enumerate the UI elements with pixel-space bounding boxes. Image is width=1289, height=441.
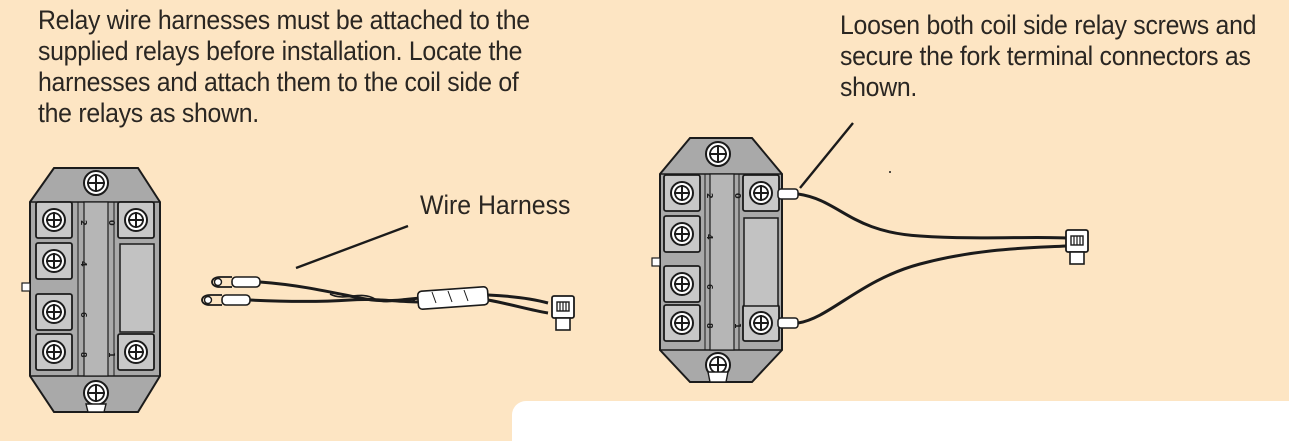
left-relay-label-4: 4 xyxy=(79,261,88,267)
right-relay-terminal-6 xyxy=(664,266,700,302)
lower-fork-connector xyxy=(777,317,799,329)
right-instructions-line-1: Loosen both coil side relay screws and xyxy=(840,10,1257,40)
bottom-panel xyxy=(512,401,1289,441)
harness-sleeve xyxy=(416,286,490,310)
right-relay-terminal-4 xyxy=(664,216,700,252)
harness-connector-icon xyxy=(551,295,575,331)
right-instructions-line-2: secure the fork terminal connectors as xyxy=(840,41,1251,71)
left-relay-label-6: 6 xyxy=(79,312,88,318)
fork-terminal-upper-icon xyxy=(211,276,261,288)
attached-wire-harness xyxy=(777,171,1089,329)
wiring-diagram: 2 4 6 8 0 1 xyxy=(21,122,1089,413)
left-instructions-line-4: the relays as shown. xyxy=(38,98,259,128)
left-relay-terminal-2 xyxy=(36,202,72,238)
left-relay: 2 4 6 8 0 1 xyxy=(21,167,161,413)
left-relay-label-8: 8 xyxy=(79,352,88,358)
upper-fork-connector xyxy=(777,188,799,200)
wire-harness-label: Wire Harness xyxy=(420,190,571,220)
right-relay-terminal-0 xyxy=(743,175,779,211)
right-relay-label-6: 6 xyxy=(705,284,714,290)
right-relay-top-screw-icon xyxy=(705,141,731,167)
left-relay-terminal-4 xyxy=(36,243,72,279)
left-instructions: Relay wire harnesses must be attached to… xyxy=(38,5,590,129)
left-instructions-line-1: Relay wire harnesses must be attached to… xyxy=(38,5,530,35)
left-instructions-line-2: supplied relays before installation. Loc… xyxy=(38,36,523,66)
right-instructions-line-3: shown. xyxy=(840,72,918,102)
left-relay-terminal-6 xyxy=(36,294,72,330)
left-relay-top-screw-icon xyxy=(83,170,109,196)
right-relay-label-8: 8 xyxy=(705,323,714,329)
left-relay-label-2: 2 xyxy=(79,220,88,226)
right-leader-line xyxy=(799,122,854,189)
right-relay-label-4: 4 xyxy=(705,234,714,240)
left-relay-terminal-0 xyxy=(118,202,154,238)
left-relay-terminal-8 xyxy=(36,334,72,370)
left-relay-label-1: 1 xyxy=(107,352,116,358)
attached-connector-icon xyxy=(1065,229,1089,265)
left-relay-terminal-1 xyxy=(118,334,154,370)
right-relay-label-0: 0 xyxy=(733,193,742,199)
right-relay-terminal-2 xyxy=(664,175,700,211)
right-relay: 2 4 6 8 0 1 xyxy=(651,122,854,383)
fork-terminal-lower-icon xyxy=(201,294,251,306)
right-instructions: Loosen both coil side relay screws and s… xyxy=(840,10,1282,103)
right-relay-terminal-1 xyxy=(743,305,779,341)
left-relay-label-0: 0 xyxy=(107,220,116,226)
wire-harness-leader-line xyxy=(295,224,409,270)
wire-harness xyxy=(201,224,575,331)
left-instructions-line-3: harnesses and attach them to the coil si… xyxy=(38,67,519,97)
right-relay-label-1: 1 xyxy=(733,323,742,329)
right-relay-terminal-8 xyxy=(664,305,700,341)
left-relay-bottom-screw-icon xyxy=(83,380,109,406)
right-relay-label-2: 2 xyxy=(705,193,714,199)
